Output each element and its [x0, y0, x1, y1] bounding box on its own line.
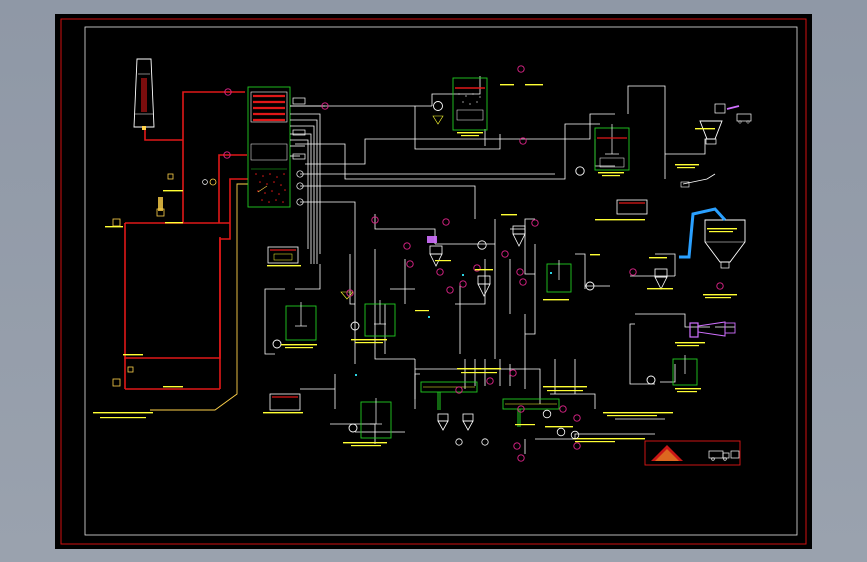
limestone-slurry-tank-icon — [575, 124, 630, 176]
hydrocyclone-icon — [429, 225, 668, 431]
absorber-tower-icon — [247, 86, 291, 208]
air-line — [150, 183, 248, 411]
gypsum-pile-icon — [644, 440, 741, 466]
instrument-tags — [223, 65, 724, 462]
truck-icon — [708, 450, 740, 461]
fgd-process-flow-diagram — [60, 18, 807, 545]
ww-tank-icon — [646, 355, 698, 386]
belt-filter-icon — [420, 381, 560, 427]
equipment-labels — [93, 84, 737, 447]
hopper-icon — [680, 103, 752, 188]
flue-gas-lines — [124, 91, 248, 390]
cyan-markers — [355, 272, 552, 376]
drawing-sheet[interactable] — [55, 14, 812, 549]
mixer-icon — [427, 236, 736, 338]
pump-icons — [455, 240, 580, 446]
conveyor-icon — [679, 207, 727, 259]
silo-icon — [704, 219, 746, 269]
chimney-icon — [133, 58, 155, 130]
emergency-slurry-tank-icon — [348, 398, 392, 439]
outer-frame — [60, 18, 807, 545]
waste-water-tank-icon — [546, 260, 595, 293]
mill-slurry-tank-icon — [340, 291, 396, 337]
booster-fan-icon — [112, 173, 217, 387]
filtrate-water-tank-icon — [272, 302, 317, 349]
inner-frame — [84, 26, 798, 536]
process-water-tank-icon — [432, 77, 488, 131]
pit-icon — [269, 199, 648, 411]
absorber-drain-pit-icon — [267, 246, 299, 264]
process-lines — [264, 76, 735, 454]
